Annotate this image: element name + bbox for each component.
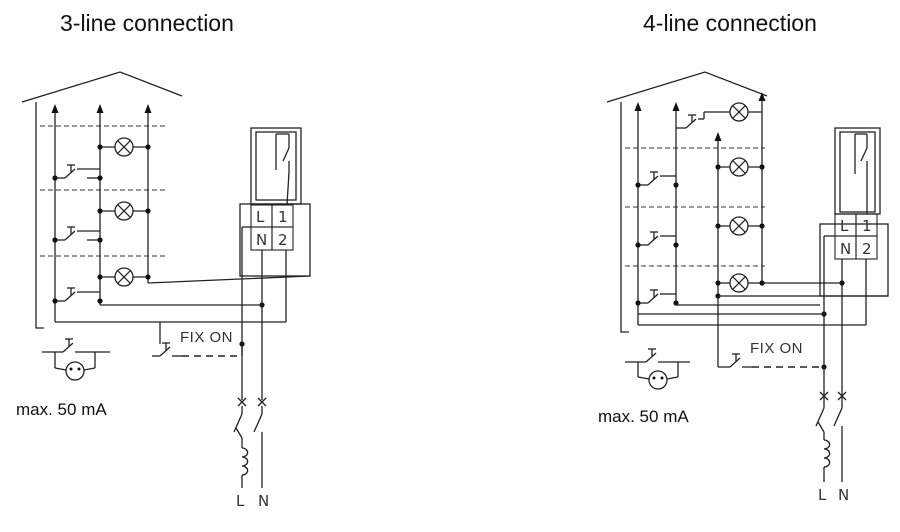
fix-on-label: FIX ON [750, 340, 803, 357]
terminal-2: 2 [862, 240, 872, 258]
terminal-1: 1 [862, 217, 872, 235]
supply-L: L [818, 486, 827, 504]
supply-N: N [258, 492, 269, 510]
floor-separators [40, 125, 165, 257]
supply-breakers: L N [815, 391, 849, 504]
lamp-icon [729, 102, 749, 122]
wiring [638, 235, 888, 400]
fix-on-switch: FIX ON [718, 340, 824, 368]
fix-on-switch: FIX ON [152, 329, 243, 357]
house-outline [606, 71, 768, 333]
diagram-3-line: 3-line connection [16, 10, 311, 510]
supply-breakers: L N [233, 397, 269, 510]
supply-L: L [236, 492, 245, 510]
junction-dots [635, 164, 845, 370]
lamp-icon [114, 201, 134, 221]
timer-relay: L 1 N 2 [239, 127, 311, 277]
floor-separators [625, 147, 765, 267]
diagram-title: 3-line connection [60, 10, 234, 36]
risers [634, 92, 766, 325]
terminal-L: L [256, 208, 265, 226]
push-button-floor-2 [55, 226, 100, 241]
lamp-icon [729, 216, 749, 236]
lamp-icon [729, 157, 749, 177]
top-floor-button [676, 111, 762, 129]
push-button-floor-3 [55, 287, 100, 302]
timer-relay: L 1 N 2 [819, 127, 889, 297]
house-outline [21, 71, 183, 329]
lamp-icon [114, 267, 134, 287]
current-note: max. 50 mA [16, 400, 107, 419]
terminal-1: 1 [278, 208, 288, 226]
terminal-L: L [840, 217, 849, 235]
fix-on-label: FIX ON [180, 329, 233, 346]
push-button-floor-1 [55, 164, 100, 179]
lamps [718, 102, 762, 293]
push-buttons [638, 171, 676, 304]
terminal-N: N [256, 231, 267, 249]
current-note: max. 50 mA [598, 407, 689, 426]
terminal-2: 2 [278, 231, 288, 249]
lamps [100, 137, 148, 287]
terminal-N: N [840, 240, 851, 258]
diagram-title: 4-line connection [643, 10, 817, 36]
socket-symbol [42, 338, 110, 381]
diagram-4-line: 4-line connection [598, 10, 889, 504]
supply-N: N [838, 486, 849, 504]
junction-dots [52, 144, 265, 347]
socket-symbol [625, 348, 690, 390]
lamp-icon [729, 273, 749, 293]
lamp-icon [114, 137, 134, 157]
wiring [55, 226, 311, 400]
